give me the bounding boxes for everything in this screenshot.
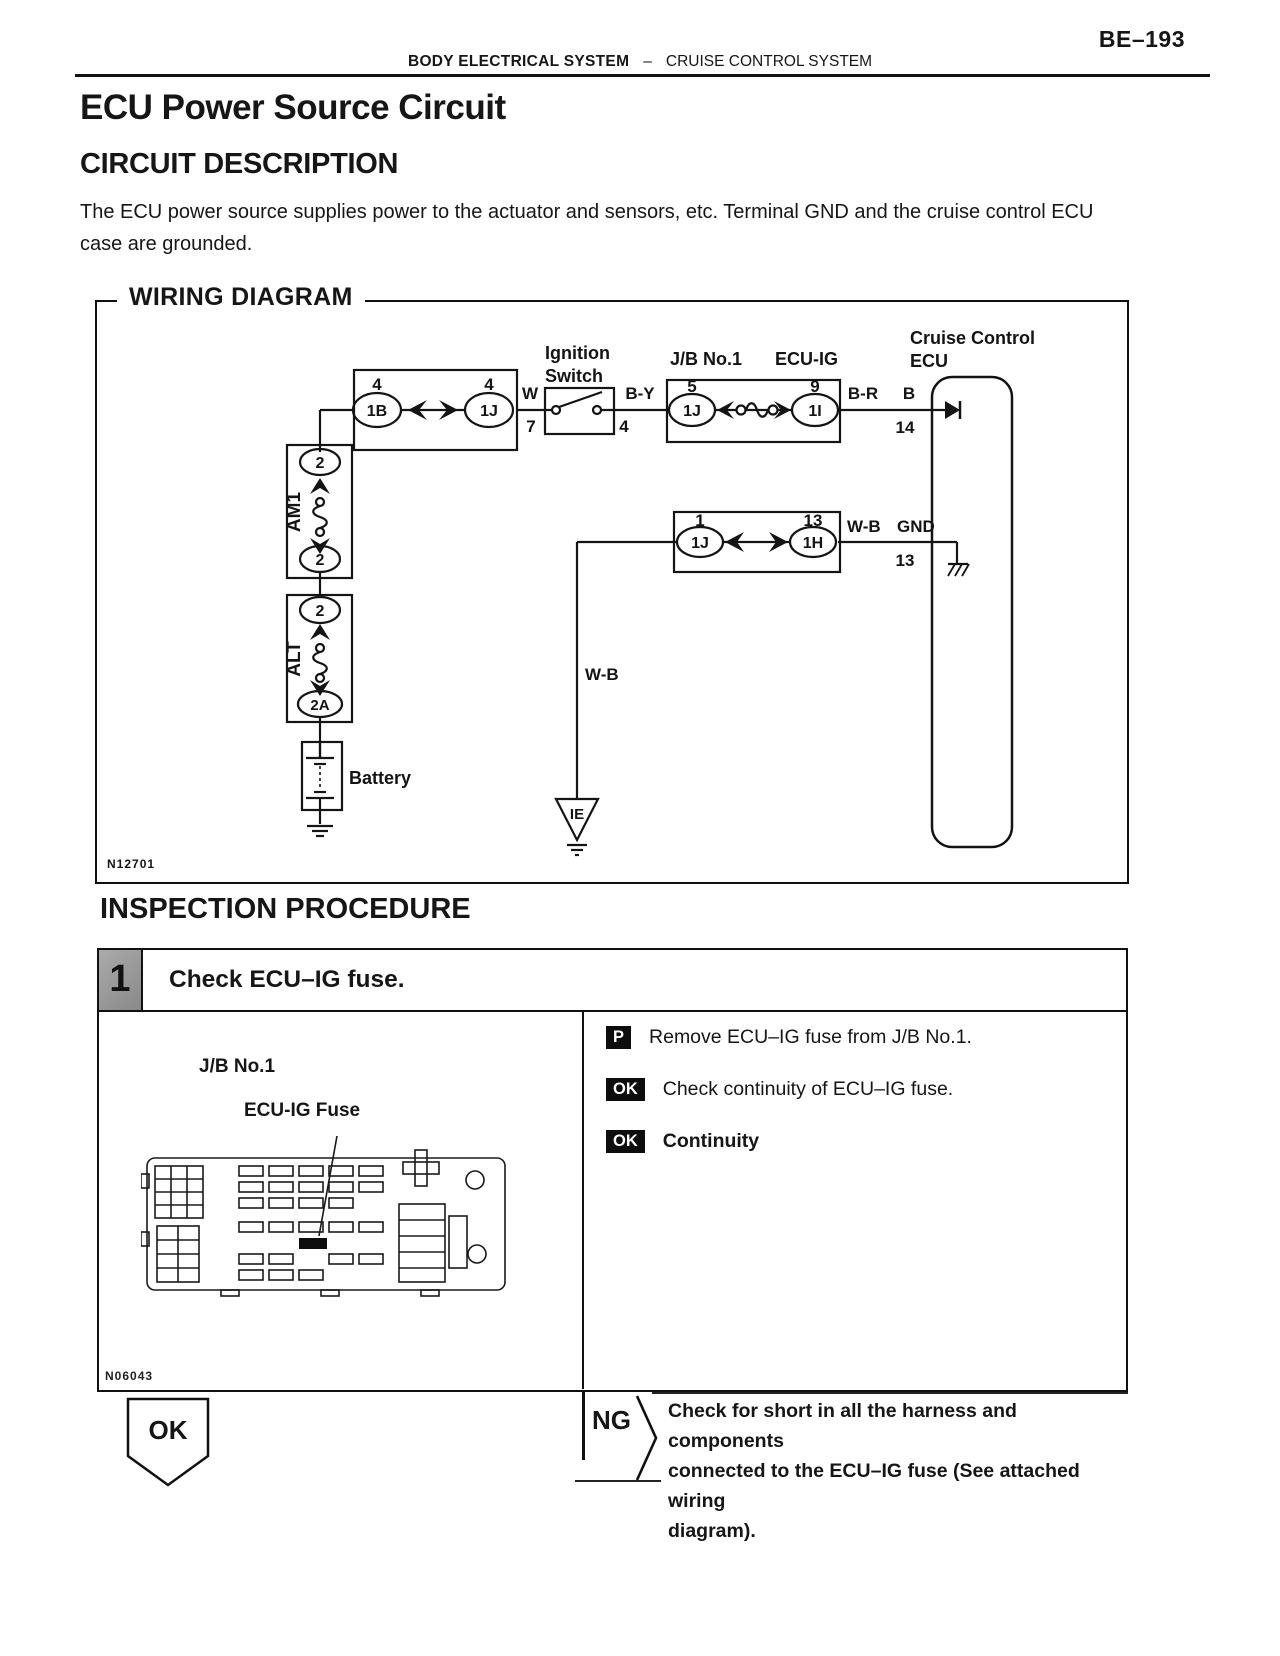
breadcrumb-subsystem: CRUISE CONTROL SYSTEM (665, 53, 873, 70)
pin-4-right: 4 (484, 375, 494, 394)
wiring-diagram-title: WIRING DIAGRAM (117, 283, 365, 312)
pin-5: 5 (687, 377, 696, 396)
figure-code-wiring: N12701 (107, 857, 155, 871)
ok-flow-marker: OK (126, 1397, 210, 1487)
pin-1: 1 (695, 511, 704, 530)
connector-1h: 1H (803, 535, 823, 552)
ecu-title-2: ECU (910, 351, 948, 371)
ng-flow-label: NG (592, 1405, 631, 1435)
wire-br: B-R (848, 384, 878, 403)
step-title: Check ECU–IG fuse. (169, 965, 405, 993)
header-rule (75, 74, 1210, 77)
gnd-label: GND (897, 517, 935, 536)
ng-top-rule (652, 1392, 1128, 1394)
jb-no1-label: J/B No.1 (670, 349, 742, 369)
page-number: BE–193 (1098, 26, 1185, 52)
connector-1i: 1I (808, 403, 821, 420)
figure-code-fusebox: N06043 (105, 1369, 154, 1383)
step-instructions-cell: P Remove ECU–IG fuse from J/B No.1. OK C… (586, 1012, 1126, 1389)
procedure-text: Remove ECU–IG fuse from J/B No.1. (649, 1026, 972, 1048)
procedure-row: P Remove ECU–IG fuse from J/B No.1. (586, 1026, 1126, 1049)
step-header: 1 Check ECU–IG fuse. (99, 950, 1126, 1012)
ng-instruction-line: diagram). (668, 1520, 756, 1542)
ground-ie-label: IE (570, 806, 584, 823)
am1-pin-bottom: 2 (316, 552, 325, 569)
alt-label: ALT (284, 641, 305, 677)
ok-flow-label: OK (149, 1415, 188, 1445)
pin-14: 14 (896, 418, 915, 437)
wiring-diagram-frame: WIRING DIAGRAM (95, 283, 1129, 884)
procedure-text: Check continuity of ECU–IG fuse. (662, 1078, 954, 1100)
prepare-badge: P (606, 1026, 632, 1049)
alt-pin-top: 2 (316, 603, 325, 620)
breadcrumb-dash: – (643, 53, 652, 70)
breadcrumb-system: BODY ELECTRICAL SYSTEM (407, 53, 630, 70)
ignition-label-1: Ignition (545, 343, 610, 363)
wire-b: B (903, 384, 915, 403)
am1-label: AM1 (284, 492, 305, 533)
inspection-step-box: 1 Check ECU–IG fuse. J/B No.1 ECU-IG Fus… (97, 948, 1128, 1392)
ng-instruction-line: Check for short in all the harness and c… (668, 1400, 1017, 1452)
pin-13-ecu: 13 (896, 551, 915, 570)
check-badge: OK (606, 1078, 645, 1101)
wire-w: W (522, 384, 539, 403)
result-badge: OK (606, 1130, 645, 1153)
procedure-result-text: Continuity (662, 1130, 760, 1152)
section-circuit-description: CIRCUIT DESCRIPTION (80, 148, 399, 180)
ecu-ig-label: ECU-IG (775, 349, 838, 369)
wire-by: B-Y (625, 384, 655, 403)
step-number: 1 (99, 950, 143, 1010)
circuit-description-text: The ECU power source supplies power to t… (80, 201, 1094, 256)
ng-brace (635, 1395, 658, 1481)
ecu-ig-fuse-highlight (299, 1238, 327, 1249)
breadcrumb: BODY ELECTRICAL SYSTEM–CRUISE CONTROL SY… (25, 53, 1255, 71)
connector-1j: 1J (480, 403, 498, 420)
step-body: J/B No.1 ECU-IG Fuse (99, 1012, 1126, 1389)
wire-wb-vertical: W-B (585, 665, 619, 684)
pin-7: 7 (526, 417, 535, 436)
connector-jb-1j: 1J (683, 403, 701, 420)
page-title: ECU Power Source Circuit (80, 88, 506, 127)
jb-no1-caption: J/B No.1 (199, 1056, 276, 1077)
ignition-label-2: Switch (545, 366, 603, 386)
step-figure-cell: J/B No.1 ECU-IG Fuse (99, 1012, 584, 1389)
ecu-title-1: Cruise Control (910, 328, 1035, 348)
connector-mid-1j: 1J (691, 535, 709, 552)
connector-1b: 1B (367, 403, 387, 420)
ecu-ig-fuse-caption: ECU-IG Fuse (244, 1100, 361, 1121)
pin-13-conn: 13 (804, 511, 823, 530)
ng-bottom-rule (575, 1480, 661, 1482)
procedure-row: OK Check continuity of ECU–IG fuse. (586, 1078, 1126, 1101)
ng-instruction: Check for short in all the harness and c… (668, 1396, 1138, 1546)
wiring-diagram-figure: 4 4 1B 1J W 7 Ignition Switch 4 B-Y J/B … (107, 328, 1035, 871)
procedure-row: OK Continuity (586, 1130, 1126, 1153)
pin-4-switch: 4 (619, 417, 629, 436)
ng-instruction-line: connected to the ECU–IG fuse (See attach… (668, 1460, 1080, 1512)
section-inspection-procedure: INSPECTION PROCEDURE (100, 893, 471, 925)
battery-label: Battery (349, 768, 411, 788)
pin-4-left: 4 (372, 375, 382, 394)
am1-pin-top: 2 (316, 455, 325, 472)
pin-9: 9 (810, 377, 819, 396)
alt-pin-bottom: 2A (310, 697, 329, 714)
fusebox-figure (141, 1135, 506, 1297)
wire-wb-gnd: W-B (847, 517, 881, 536)
column-divider-extension (582, 1392, 585, 1460)
